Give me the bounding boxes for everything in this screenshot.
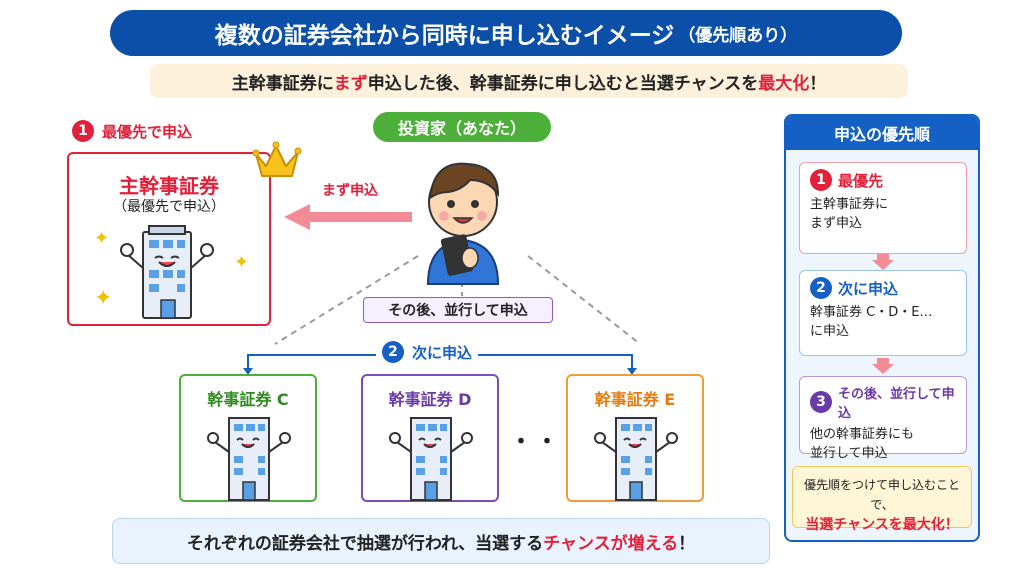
company-name: 幹事証券 E [594,390,676,409]
panel-title: 申込の優先順 [786,116,978,150]
step-text-line: 主幹事証券に [810,197,889,212]
building-icon [120,225,214,319]
step-card-1: 1 最優先 主幹事証券に まず申込 [799,162,967,254]
step-text-line: 並行して申込 [810,446,888,461]
building-icon [207,417,291,501]
company-card-c: 幹事証券 C [179,374,317,502]
bottom-part3: ！ [678,533,696,554]
bottom-message-bar: それぞれの証券会社で抽選が行われ、当選するチャンスが増える！ [112,518,770,564]
top-priority-label: 1 最優先で申込 [72,120,192,142]
bottom-part2: チャンスが増える [543,533,679,554]
step-text-line: 幹事証券 C・D・E… [810,305,933,320]
step-card-3: 3 その後、並行して申込 他の幹事証券にも 並行して申込 [799,376,967,461]
crown-icon [252,141,302,177]
step-heading: 最優先 [838,171,884,190]
investor-avatar [426,162,500,285]
side-note-line2: 当選チャンスを最大化！ [805,517,959,533]
step-number-badge: 1 [810,169,832,191]
next-number-badge: 2 [382,341,404,363]
headline-part1: 主幹事証券に [231,73,334,94]
parallel-apply-label: その後、並行して申込 [363,297,553,323]
step-text-line: 他の幹事証券にも [810,427,915,442]
next-apply-label: 2 次に申込 [376,341,479,363]
priority-text: 最優先で申込 [102,122,193,141]
banner-title: 複数の証券会社から同時に申し込むイメージ [214,23,675,49]
company-name: 幹事証券 D [388,390,472,409]
step-text-line: まず申込 [810,216,863,231]
title-banner: 複数の証券会社から同時に申し込むイメージ （優先順あり） [110,10,902,56]
step-card-2: 2 次に申込 幹事証券 C・D・E… に申込 [799,270,967,356]
main-underwriter-card: 主幹事証券 （最優先で申込） [67,152,271,326]
building-icon [389,417,473,501]
main-underwriter-subtitle: （最優先で申込） [113,199,225,215]
investor-label: 投資家（あなた） [373,112,551,142]
side-note-line1: 優先順をつけて申し込むことで、 [803,478,960,512]
sparkle-icon: ✦ [234,252,250,273]
bottom-part1: それぞれの証券会社で抽選が行われ、当選する [186,533,544,554]
company-name: 幹事証券 C [207,390,289,409]
first-apply-arrow-icon [284,204,412,230]
building-icon [594,417,678,501]
priority-number-badge: 1 [72,120,94,142]
headline-part4: 最大化 [758,73,810,94]
banner-subtitle: （優先順あり） [678,25,798,46]
next-apply-text: 次に申込 [412,343,473,362]
down-arrow-icon [872,358,894,374]
first-apply-label: まず申込 [322,183,378,199]
headline-bar: 主幹事証券にまず申込した後、幹事証券に申し込むと当選チャンスを最大化！ [150,64,908,98]
step-text-line: に申込 [810,324,850,339]
priority-order-panel: 申込の優先順 1 最優先 主幹事証券に まず申込 2 次に申込 幹事証券 C・D・E… [784,114,980,542]
step-heading: その後、並行して申込 [838,387,955,421]
company-card-e: 幹事証券 E [566,374,704,502]
step-number-badge: 3 [810,391,832,413]
sparkle-icon: ✦ [94,228,110,249]
side-note: 優先順をつけて申し込むことで、 当選チャンスを最大化！ [792,466,972,533]
headline-part5: ！ [809,73,827,94]
main-underwriter-title: 主幹事証券 [119,174,219,198]
down-arrow-icon [872,254,894,270]
step-number-badge: 2 [810,277,832,299]
company-card-d: 幹事証券 D [361,374,499,502]
headline-part3: 申込した後、幹事証券に申し込むと当選チャンスを [367,73,759,94]
headline-part2: まず [333,73,368,94]
step-heading: 次に申込 [838,279,899,298]
sparkle-icon: ✦ [94,286,113,311]
